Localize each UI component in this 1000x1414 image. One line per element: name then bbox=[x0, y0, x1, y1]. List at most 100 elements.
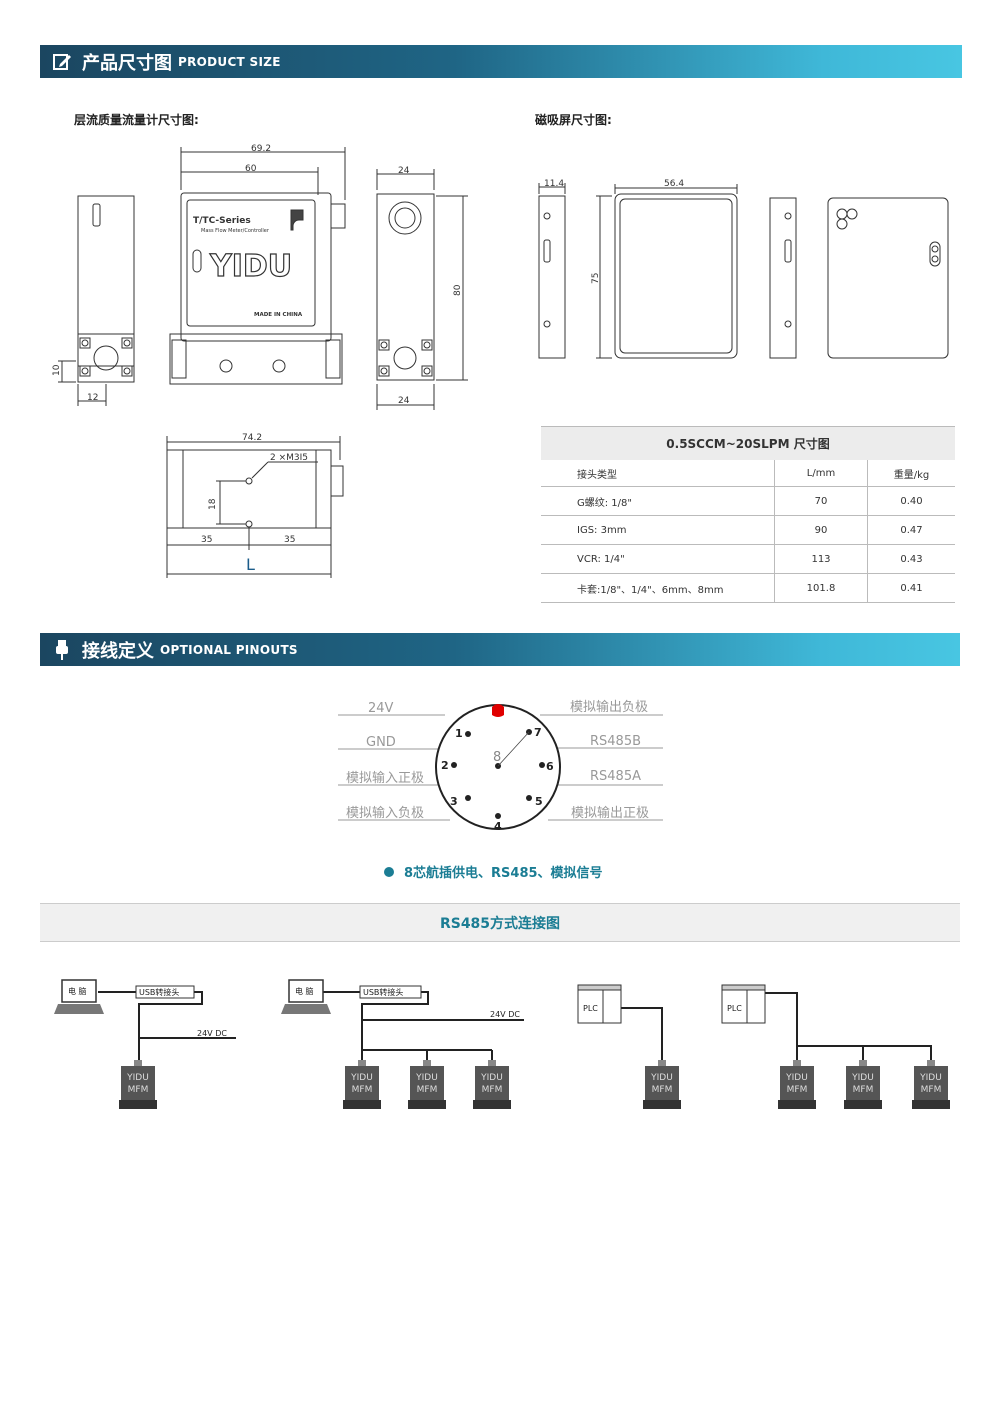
spec-header-connector: 接头类型 bbox=[541, 460, 775, 487]
mfm-brand: YIDU bbox=[851, 1073, 874, 1083]
section-title-cn: 产品尺寸图 bbox=[82, 52, 172, 74]
cell-weight: 0.47 bbox=[867, 515, 955, 545]
cell-length: 113 bbox=[774, 544, 868, 574]
pin-label-rs485b: RS485B bbox=[590, 734, 641, 749]
screen-dimension-label: 磁吸屏尺寸图: bbox=[535, 113, 612, 127]
spec-header-weight: 重量/kg bbox=[867, 460, 955, 487]
cell-weight: 0.40 bbox=[867, 486, 955, 516]
table-row: G螺纹: 1/8" 70 0.40 bbox=[541, 486, 955, 516]
pin-label-analog-in-neg: 模拟输入负极 bbox=[346, 805, 424, 821]
mfm-label: MFM bbox=[482, 1085, 503, 1095]
mfm-brand: YIDU bbox=[415, 1073, 438, 1083]
pin-5: 5 bbox=[535, 795, 543, 808]
flowmeter-drawing: T/TC-Series Mass Flow Meter/Controller Y… bbox=[52, 144, 468, 578]
mfm-brand: YIDU bbox=[350, 1073, 373, 1083]
pc-label-2: 电 脑 bbox=[295, 986, 314, 996]
device-brand: YIDU bbox=[209, 249, 292, 284]
dim-60: 60 bbox=[245, 164, 257, 174]
cell-length: 90 bbox=[774, 515, 868, 545]
wiring-diagrams: 电 脑 电 脑 USB转接头 USB转接头 24V DC 24V DC PLC … bbox=[53, 979, 950, 1109]
pinout-diagram: 1 2 3 4 5 6 7 8 24V GND 模拟输入正极 模拟输入负极 模拟… bbox=[338, 699, 663, 833]
pin-label-analog-out-pos: 模拟输出正极 bbox=[571, 805, 649, 821]
mfm-brand: YIDU bbox=[126, 1073, 149, 1083]
spec-table: 0.5SCCM~20SLPM 尺寸图 接头类型 L/mm 重量/kg G螺纹: … bbox=[541, 426, 955, 603]
dim-24-top: 24 bbox=[398, 166, 410, 176]
mfm-label: MFM bbox=[787, 1085, 808, 1095]
mfm-label: MFM bbox=[921, 1085, 942, 1095]
dim-18: 18 bbox=[208, 498, 218, 510]
dim-L: L bbox=[246, 555, 255, 574]
table-row: 卡套:1/8"、1/4"、6mm、8mm 101.8 0.41 bbox=[541, 573, 955, 603]
pin-6: 6 bbox=[546, 760, 554, 773]
cell-length: 101.8 bbox=[774, 573, 868, 603]
dim-69-2: 69.2 bbox=[251, 144, 271, 154]
pin-1: 1 bbox=[455, 727, 463, 740]
pinout-caption-text: 8芯航插供电、RS485、模拟信号 bbox=[404, 866, 603, 881]
cell-connector: VCR: 1/4" bbox=[541, 544, 775, 574]
cell-connector: 卡套:1/8"、1/4"、6mm、8mm bbox=[541, 573, 775, 603]
mfm-label: MFM bbox=[128, 1085, 149, 1095]
bullet-icon bbox=[384, 866, 394, 877]
spec-table-caption: 0.5SCCM~20SLPM 尺寸图 bbox=[541, 426, 955, 460]
edit-icon bbox=[52, 52, 72, 72]
dim-11-4: 11.4 bbox=[544, 179, 564, 189]
usb-label-2: USB转接头 bbox=[363, 987, 403, 997]
section-title-en: PRODUCT SIZE bbox=[178, 54, 281, 69]
dim-10: 10 bbox=[52, 364, 62, 376]
mfm-brand: YIDU bbox=[785, 1073, 808, 1083]
dim-75: 75 bbox=[591, 273, 601, 284]
mfm-label: MFM bbox=[853, 1085, 874, 1095]
dim-24-bottom: 24 bbox=[398, 396, 410, 406]
pin-7: 7 bbox=[534, 726, 542, 739]
plug-icon bbox=[52, 639, 72, 660]
mfm-label: MFM bbox=[417, 1085, 438, 1095]
dim-74-2: 74.2 bbox=[242, 433, 262, 443]
pin-label-rs485a: RS485A bbox=[590, 769, 641, 784]
mfm-brand: YIDU bbox=[650, 1073, 673, 1083]
dc-label-2: 24V DC bbox=[490, 1010, 520, 1019]
usb-label-1: USB转接头 bbox=[139, 987, 179, 997]
spec-header-length: L/mm bbox=[774, 460, 868, 487]
dim-80: 80 bbox=[453, 284, 463, 296]
pin-label-analog-out-neg: 模拟输出负极 bbox=[570, 699, 648, 715]
pin-label-24v: 24V bbox=[368, 701, 394, 716]
flowmeter-dimension-label: 层流质量流量计尺寸图: bbox=[74, 113, 199, 127]
section-title-cn: 接线定义 bbox=[82, 640, 154, 662]
pc-label-1: 电 脑 bbox=[68, 986, 87, 996]
table-row: VCR: 1/4" 113 0.43 bbox=[541, 544, 955, 574]
cell-connector: IGS: 3mm bbox=[541, 515, 775, 545]
device-subtitle: Mass Flow Meter/Controller bbox=[201, 228, 270, 234]
cell-weight: 0.41 bbox=[867, 573, 955, 603]
cell-connector: G螺纹: 1/8" bbox=[541, 486, 775, 516]
mfm-label: MFM bbox=[352, 1085, 373, 1095]
rs485-title: RS485方式连接图 bbox=[439, 915, 561, 932]
device-series: T/TC-Series bbox=[193, 216, 251, 226]
pin-2: 2 bbox=[441, 759, 449, 772]
dim-m3: 2 ×M3I5 bbox=[270, 453, 308, 463]
section-banner-product-size: 产品尺寸图 PRODUCT SIZE bbox=[40, 45, 962, 78]
dim-35-left: 35 bbox=[201, 535, 212, 545]
mfm-brand: YIDU bbox=[919, 1073, 942, 1083]
device-made-in: MADE IN CHINA bbox=[254, 312, 303, 318]
section-banner-pinouts: 接线定义 OPTIONAL PINOUTS bbox=[40, 633, 960, 666]
cell-weight: 0.43 bbox=[867, 544, 955, 574]
pin-3: 3 bbox=[450, 795, 458, 808]
mfm-brand: YIDU bbox=[480, 1073, 503, 1083]
pin-4: 4 bbox=[494, 820, 502, 833]
dim-12: 12 bbox=[87, 393, 98, 403]
pin-label-gnd: GND bbox=[366, 735, 396, 750]
pin-8: 8 bbox=[493, 750, 501, 765]
plc-label-1: PLC bbox=[583, 1004, 598, 1013]
rs485-title-bar: RS485方式连接图 bbox=[40, 903, 960, 942]
dc-label-1: 24V DC bbox=[197, 1029, 227, 1038]
dim-35-right: 35 bbox=[284, 535, 295, 545]
mfm-label: MFM bbox=[652, 1085, 673, 1095]
pinout-caption: 8芯航插供电、RS485、模拟信号 bbox=[384, 862, 603, 881]
plc-label-2: PLC bbox=[727, 1004, 742, 1013]
key-mark bbox=[492, 704, 504, 717]
cell-length: 70 bbox=[774, 486, 868, 516]
table-row: IGS: 3mm 90 0.47 bbox=[541, 515, 955, 545]
pin-label-analog-in-pos: 模拟输入正极 bbox=[346, 770, 424, 786]
section-title-en: OPTIONAL PINOUTS bbox=[160, 642, 298, 657]
dim-56-4: 56.4 bbox=[664, 179, 684, 189]
